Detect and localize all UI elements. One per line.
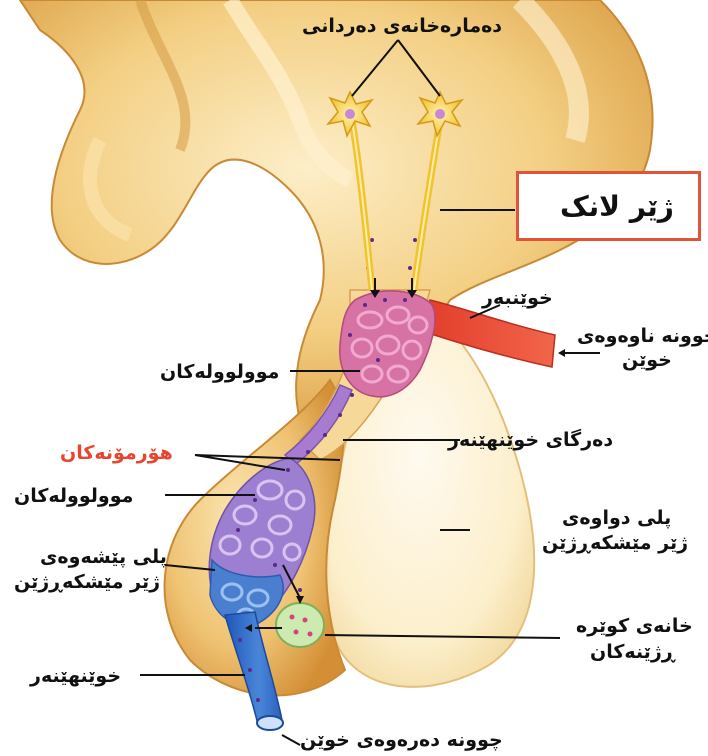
label-artery: خوێنبەر bbox=[482, 286, 553, 310]
label-gland-cells-2: ڕژێنەکان bbox=[590, 640, 675, 664]
label-vein: خوێنهێنەر bbox=[30, 664, 121, 688]
label-portal-vessel: دەرگای خوێنهێنەر bbox=[448, 428, 613, 452]
label-capillaries-top: موولوولەکان bbox=[160, 360, 279, 384]
label-blood-in-1: چوونە ناوەوەی bbox=[577, 324, 708, 348]
label-posterior-1: پلی دواوەی bbox=[562, 506, 671, 530]
label-capillaries-bottom: موولوولەکان bbox=[14, 484, 133, 508]
label-hormones: هۆرمۆنەکان bbox=[60, 441, 173, 465]
neuron-left-nucleus bbox=[345, 109, 355, 119]
label-anterior-2: ژێر مێشکەڕژێن bbox=[14, 570, 160, 594]
diagram-title: ژێر لانک bbox=[560, 190, 674, 223]
label-posterior-2: ژێر مێشکەڕژێن bbox=[542, 531, 688, 555]
label-blood-out: چوونە دەرەوەی خوێن bbox=[300, 728, 503, 752]
label-anterior-1: پلی پێشەوەی bbox=[40, 545, 167, 569]
label-blood-in-2: خوێن bbox=[622, 348, 672, 372]
neuron-right-nucleus bbox=[435, 109, 445, 119]
vein-opening bbox=[257, 716, 283, 730]
gland-cells-cluster bbox=[276, 603, 324, 647]
label-nerve-cells: دەمارەخانەی دەردانی bbox=[302, 14, 502, 38]
label-gland-cells-1: خانەی کوێرە bbox=[576, 614, 693, 638]
